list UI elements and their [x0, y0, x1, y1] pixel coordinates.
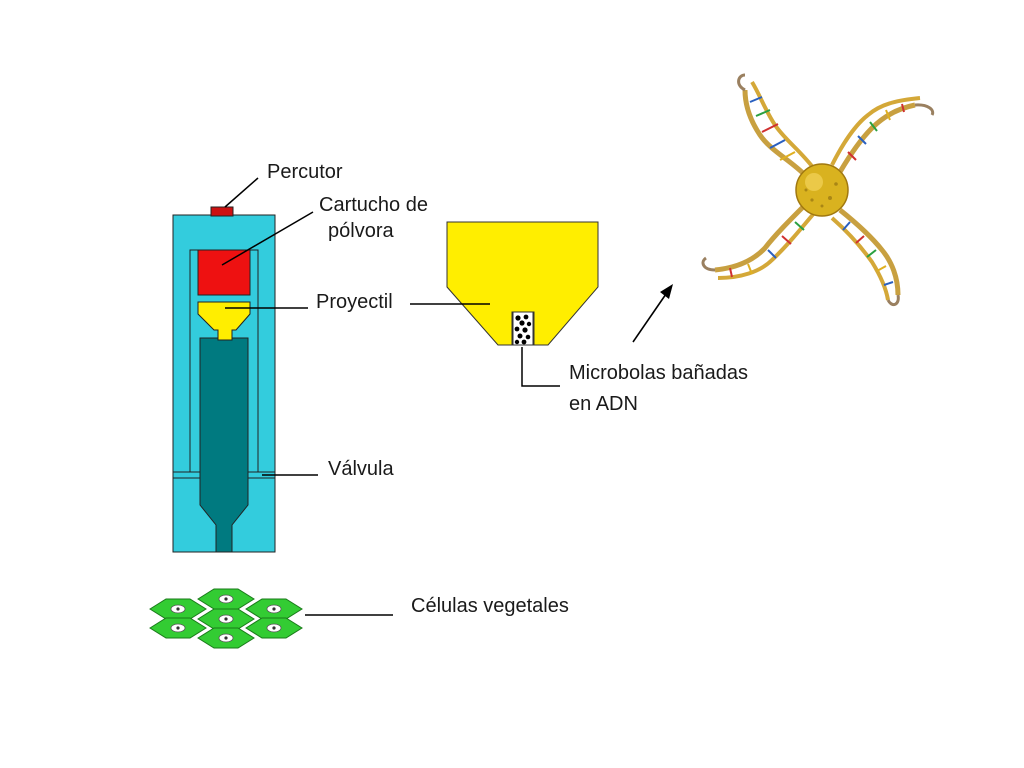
gold-particle — [795, 163, 849, 217]
plant-cells-icon — [149, 588, 303, 649]
projectile — [197, 301, 251, 341]
arrow-to-dna — [632, 284, 673, 343]
projectile-detail — [446, 221, 599, 346]
label-microbolas-line1: Microbolas bañadas — [569, 362, 748, 384]
leader-lines — [221, 177, 560, 616]
label-percutor: Percutor — [267, 161, 343, 183]
projectile-enlarged — [446, 221, 599, 346]
microbolas-leader — [521, 347, 560, 387]
cartucho-leader — [221, 211, 314, 266]
dna-nanoparticle-icon — [701, 73, 935, 307]
label-cartucho-line2: pólvora — [328, 220, 394, 242]
gene-gun-device — [172, 206, 276, 553]
microbeads — [514, 314, 532, 345]
label-valvula: Válvula — [328, 458, 394, 480]
barrel — [199, 337, 249, 553]
label-celulas: Células vegetales — [411, 595, 569, 617]
firing-pin — [210, 206, 234, 217]
label-cartucho-line1: Cartucho de — [319, 194, 428, 216]
powder-cartridge — [197, 249, 251, 296]
label-microbolas-line2: en ADN — [569, 393, 638, 415]
label-proyectil: Proyectil — [316, 291, 393, 313]
percutor-leader — [224, 177, 259, 208]
